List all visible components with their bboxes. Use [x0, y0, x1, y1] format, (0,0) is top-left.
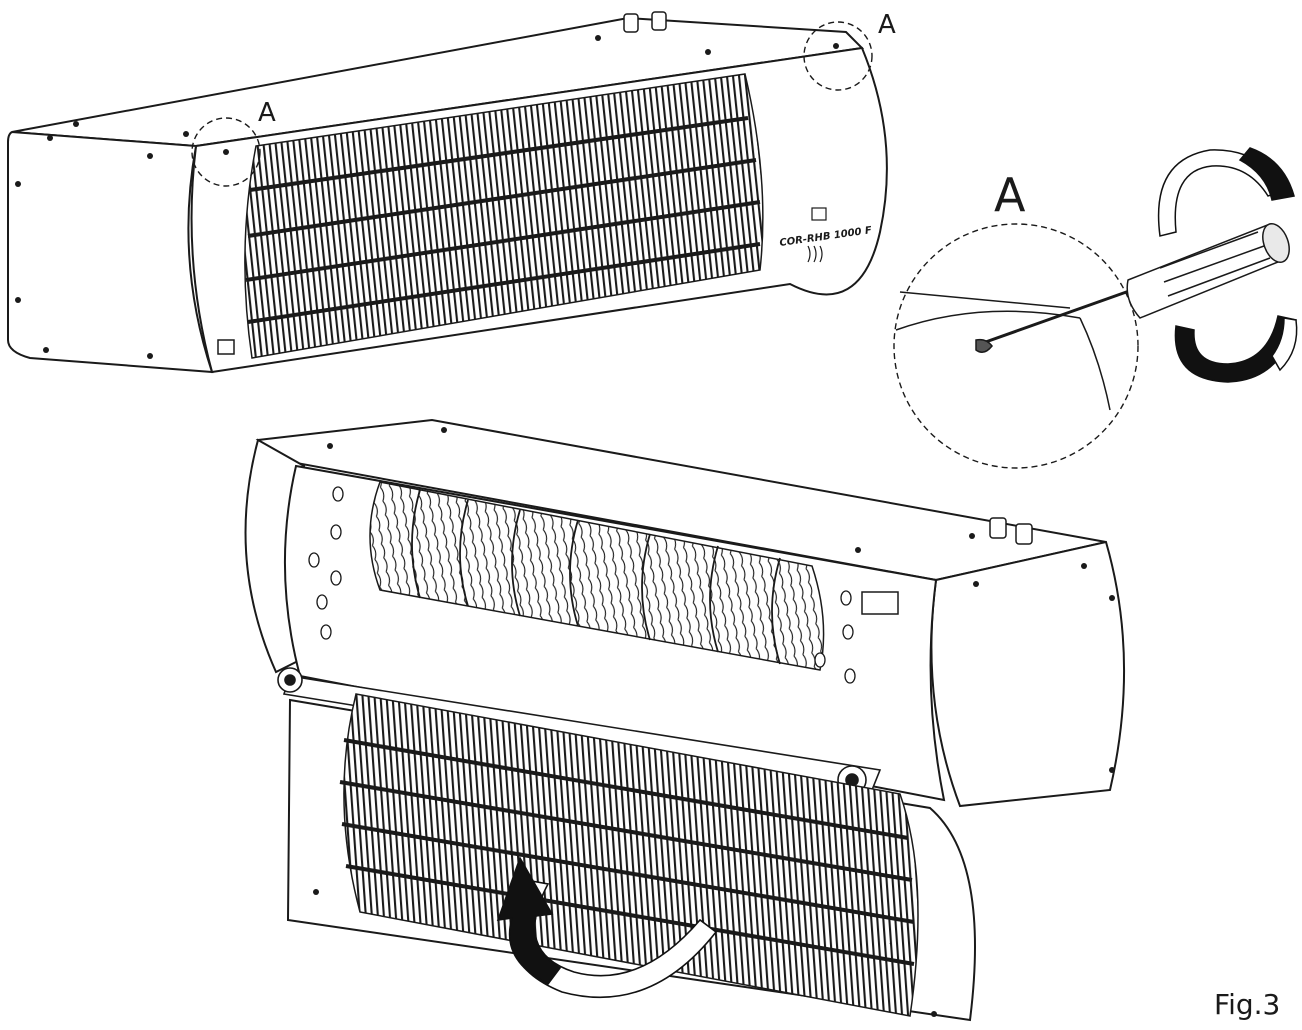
callout-circle-right: [803, 21, 873, 91]
figure-caption: Fig.3: [1214, 988, 1281, 1021]
model-logo-icon: [807, 207, 827, 263]
opened-unit: [244, 418, 1125, 808]
fan-impeller-icon: [369, 481, 825, 671]
terminal-block: [861, 591, 899, 615]
screwdriver-icon: [975, 223, 1290, 353]
callout-label-right: A: [878, 10, 896, 40]
callout-circle-left: [191, 117, 261, 187]
opened-unit-body: [930, 540, 1125, 808]
detail-label: A: [994, 168, 1026, 222]
open-direction-arrow-icon: [496, 856, 718, 999]
rotate-arrow-icon: [1157, 147, 1298, 383]
front-grille-panel: [286, 693, 976, 1022]
cable-gland-icon: [623, 11, 667, 33]
closed-unit: [7, 11, 888, 374]
cable-gland-icon: [989, 517, 1033, 545]
detail-a: [893, 147, 1298, 469]
closed-unit-grille: [244, 73, 764, 359]
grille-icon: [343, 693, 919, 1017]
brand-logo-icon: [217, 339, 235, 355]
callout-label-left: A: [258, 98, 276, 128]
closed-unit-end-cap: [7, 130, 214, 374]
